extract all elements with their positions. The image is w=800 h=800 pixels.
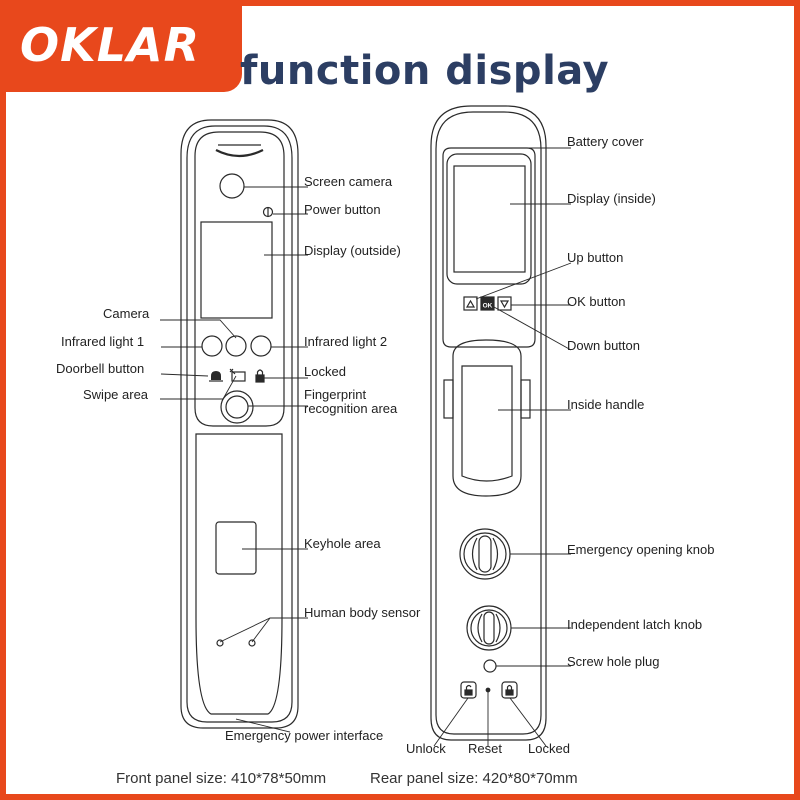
label-doorbell-button: Doorbell button — [56, 361, 145, 376]
label-up-button: Up button — [567, 250, 624, 265]
label-screen-camera: Screen camera — [304, 174, 393, 189]
label-camera: Camera — [103, 306, 150, 321]
label-infrared-light-1: Infrared light 1 — [61, 334, 145, 349]
label-inside-handle: Inside handle — [567, 397, 645, 412]
label-unlock: Unlock — [406, 741, 446, 756]
label-latch-knob: Independent latch knob — [567, 617, 703, 632]
label-front-locked: Locked — [304, 364, 346, 379]
brand-logo-text: OKLAR — [20, 18, 201, 72]
down-arrow-icon — [497, 296, 512, 311]
screen-camera-lens — [219, 173, 245, 199]
label-infrared-light-2: Infrared light 2 — [304, 334, 388, 349]
ok-glyph: OK — [483, 303, 493, 310]
rear-panel — [430, 105, 547, 741]
label-reset: Reset — [468, 741, 502, 756]
front-panel-size: Front panel size: 410*78*50mm — [116, 770, 327, 787]
label-display-outside: Display (outside) — [304, 243, 401, 258]
label-down-button: Down button — [567, 338, 640, 353]
fingerprint-sensor — [225, 395, 249, 419]
leader-lines — [160, 147, 572, 747]
keyhole-cover — [215, 521, 257, 575]
lock-icon — [255, 369, 265, 383]
power-icon — [262, 206, 274, 218]
label-keyhole-area: Keyhole area — [304, 536, 381, 551]
ok-icon — [480, 296, 495, 311]
unlock-icon — [464, 684, 473, 696]
camera-lens — [225, 335, 247, 357]
label-ok-button: OK button — [567, 294, 626, 309]
label-emergency-knob: Emergency opening knob — [567, 542, 715, 557]
lock-diagram: OK — [160, 105, 572, 747]
label-screw-hole: Screw hole plug — [567, 654, 660, 669]
brand-logo: OKLAR — [6, 6, 242, 92]
swipe-icon — [229, 368, 246, 382]
label-power-button: Power button — [304, 202, 381, 217]
page-title: function display — [240, 48, 610, 94]
doorbell-icon — [209, 371, 223, 382]
label-battery-cover: Battery cover — [567, 134, 644, 149]
infrared-light-2-lens — [250, 335, 272, 357]
label-human-body-sensor: Human body sensor — [304, 605, 421, 620]
front-panel — [180, 119, 299, 729]
label-display-inside: Display (inside) — [567, 191, 656, 206]
label-fingerprint-line1: Fingerprint — [304, 387, 367, 402]
rear-lock-icon — [505, 684, 514, 696]
up-arrow-icon — [463, 296, 478, 311]
label-emergency-power: Emergency power interface — [225, 728, 384, 743]
label-rear-locked: Locked — [528, 741, 570, 756]
outside-display-screen — [200, 221, 273, 319]
infrared-light-1-lens — [201, 335, 223, 357]
label-fingerprint-line2: recognition area — [304, 401, 398, 416]
rear-panel-size: Rear panel size: 420*80*70mm — [370, 770, 578, 787]
inside-display-screen — [453, 165, 526, 273]
label-swipe-area: Swipe area — [83, 387, 149, 402]
